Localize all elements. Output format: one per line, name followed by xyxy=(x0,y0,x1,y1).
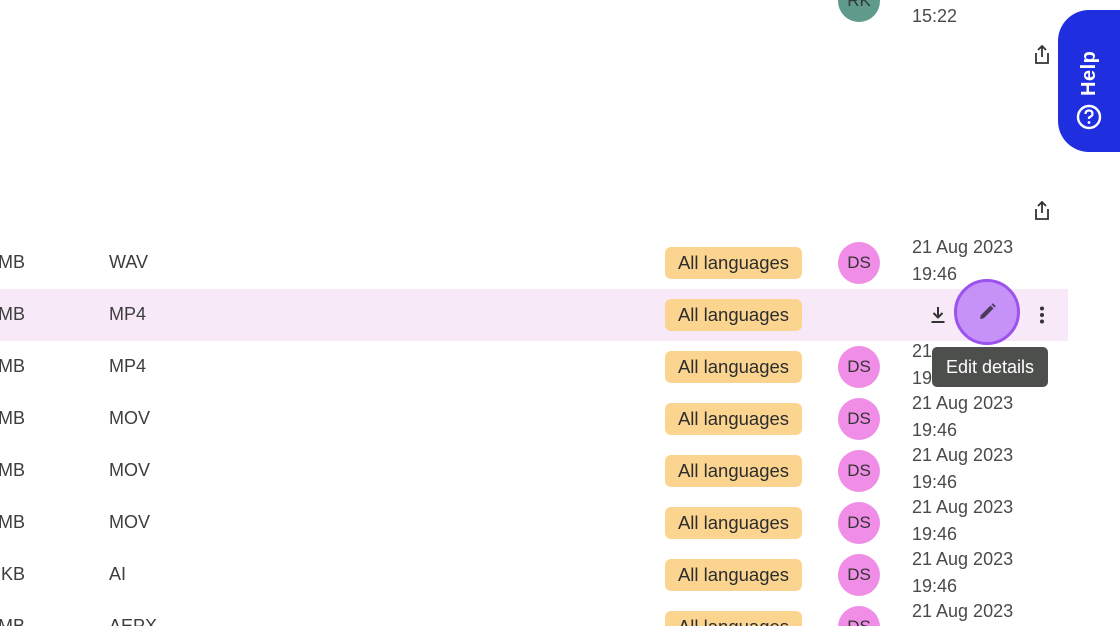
upload-datetime: 21 Aug 2023 xyxy=(912,601,1032,625)
file-size: 29.1 MB xyxy=(0,304,25,324)
upload-time: 19:46 xyxy=(912,420,958,440)
language-badge: All languages xyxy=(665,351,802,383)
upload-time: 19 xyxy=(912,368,933,388)
file-size: 42.0 MB xyxy=(0,512,25,532)
more-options-button[interactable] xyxy=(1030,303,1054,327)
file-size: 11.5 MB xyxy=(0,616,25,626)
upload-time: 15:22 xyxy=(912,6,958,26)
share-icon xyxy=(1035,45,1049,64)
question-circle-icon xyxy=(1076,104,1102,130)
avatar: DS xyxy=(838,554,880,596)
avatar-initials: RK xyxy=(847,0,871,10)
avatar-initials: DS xyxy=(847,617,871,626)
table-row[interactable]: 29.1 MB MP4 All languages xyxy=(0,289,1068,341)
upload-date: 21 xyxy=(912,341,933,361)
file-type: AI xyxy=(109,564,127,584)
upload-datetime: 21 Aug 2023 19:46 xyxy=(912,390,1032,444)
upload-datetime: 21 Aug 2023 19:46 xyxy=(912,442,1032,496)
file-type: WAV xyxy=(109,252,148,272)
avatar: DS xyxy=(838,502,880,544)
file-type: MOV xyxy=(109,460,151,480)
avatar-initials: DS xyxy=(847,565,871,584)
file-size: 2.8 MB xyxy=(0,252,25,272)
avatar: DS xyxy=(838,346,880,388)
share-icon xyxy=(1035,201,1049,220)
download-button[interactable] xyxy=(926,303,950,327)
language-badge: All languages xyxy=(665,403,802,435)
upload-time: 19:46 xyxy=(912,524,958,544)
download-icon xyxy=(931,307,945,323)
avatar-initials: DS xyxy=(847,253,871,272)
avatar-initials: DS xyxy=(847,409,871,428)
table-row[interactable]: 203 KB AI All languages DS 21 Aug 2023 1… xyxy=(0,549,1068,601)
share-button[interactable] xyxy=(1030,199,1054,223)
file-type: MOV xyxy=(109,408,151,428)
upload-date: 21 Aug 2023 xyxy=(912,237,1014,257)
pencil-icon xyxy=(980,303,996,319)
upload-time: 19:46 xyxy=(912,576,958,596)
avatar: RK xyxy=(838,0,880,22)
avatar: DS xyxy=(838,606,880,626)
upload-date: 21 Aug 2023 xyxy=(912,549,1014,569)
table-row[interactable]: 11.5 MB AEPX All languages DS 21 Aug 202… xyxy=(0,601,1068,626)
tooltip: Edit details xyxy=(932,347,1048,387)
upload-datetime: 21 19 xyxy=(912,338,1032,392)
table-row[interactable]: 47.2 MB MOV All languages DS 21 Aug 2023… xyxy=(0,393,1068,445)
language-badge: All languages xyxy=(665,247,802,279)
edit-details-button[interactable] xyxy=(954,279,1020,345)
language-badge: All languages xyxy=(665,611,802,626)
upload-datetime: 21 Aug 2023 19:46 xyxy=(912,234,1032,288)
upload-date: 21 Aug 2023 xyxy=(912,601,1014,621)
avatar-initials: DS xyxy=(847,461,871,480)
upload-time: 19:46 xyxy=(912,472,958,492)
language-badge: All languages xyxy=(665,455,802,487)
file-size: 28.9 MB xyxy=(0,356,25,376)
table-row[interactable]: 28.9 MB MP4 All languages DS 21 19 xyxy=(0,341,1068,393)
share-button[interactable] xyxy=(1030,43,1054,67)
avatar: DS xyxy=(838,450,880,492)
file-type: AEPX xyxy=(109,616,158,626)
avatar-initials: DS xyxy=(847,513,871,532)
help-button[interactable]: Help xyxy=(1058,10,1120,152)
file-type: MOV xyxy=(109,512,151,532)
upload-date: 21 Aug 2023 xyxy=(912,393,1014,413)
avatar-initials: DS xyxy=(847,357,871,376)
upload-date: 21 Aug 2023 xyxy=(912,497,1014,517)
upload-time: 19:46 xyxy=(912,264,958,284)
table-row[interactable]: 2.8 MB WAV All languages DS 21 Aug 2023 … xyxy=(0,237,1068,289)
file-type: MP4 xyxy=(109,304,147,324)
language-badge: All languages xyxy=(665,559,802,591)
upload-datetime: 21 Aug 2023 19:46 xyxy=(912,494,1032,548)
file-size: 47.2 MB xyxy=(0,460,25,480)
upload-date: 21 Aug 2023 xyxy=(912,445,1014,465)
avatar: DS xyxy=(838,398,880,440)
upload-datetime: 21 Aug 2023 19:46 xyxy=(912,546,1032,600)
file-size: 47.2 MB xyxy=(0,408,25,428)
table-row[interactable]: 47.2 MB MOV All languages DS 21 Aug 2023… xyxy=(0,445,1068,497)
file-size: 203 KB xyxy=(0,564,25,584)
language-badge: All languages xyxy=(665,299,802,331)
more-vertical-icon xyxy=(1040,306,1044,324)
language-badge: All languages xyxy=(665,507,802,539)
help-label: Help xyxy=(1077,50,1100,96)
file-type: MP4 xyxy=(109,356,147,376)
table-row[interactable]: 42.0 MB MOV All languages DS 21 Aug 2023… xyxy=(0,497,1068,549)
avatar: DS xyxy=(838,242,880,284)
